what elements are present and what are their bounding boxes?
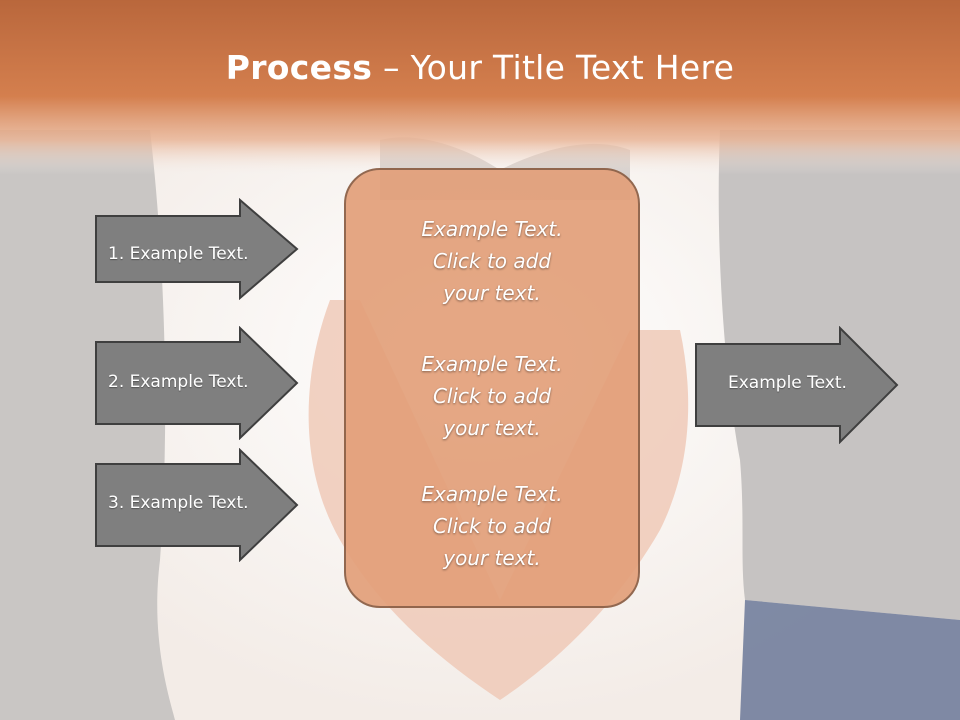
center-text-block-1: Example Text. Click to add your text.	[344, 213, 640, 309]
center-text-line: Example Text.	[421, 482, 563, 506]
center-text-line: Click to add	[432, 384, 552, 408]
title-bold: Process	[225, 48, 373, 87]
center-text-line: your text.	[443, 546, 541, 570]
slide-title: Process – Your Title Text Here	[0, 48, 960, 87]
center-text-line: Click to add	[432, 514, 552, 538]
arrow-step-1	[95, 198, 299, 300]
center-text-block-2: Example Text. Click to add your text.	[344, 348, 640, 444]
center-text-line: Click to add	[432, 249, 552, 273]
arrow-label-1: 1. Example Text.	[108, 244, 249, 264]
arrow-step-2	[95, 326, 299, 440]
arrow-step-3	[95, 448, 299, 562]
arrow-label-result: Example Text.	[728, 373, 847, 393]
center-text-line: your text.	[443, 281, 541, 305]
center-text-line: Example Text.	[421, 352, 563, 376]
center-process-box	[344, 168, 640, 608]
center-text-block-3: Example Text. Click to add your text.	[344, 478, 640, 574]
arrow-result	[695, 326, 899, 444]
center-text-line: your text.	[443, 416, 541, 440]
arrow-label-2: 2. Example Text.	[108, 372, 249, 392]
title-rest: – Your Title Text Here	[372, 48, 735, 87]
center-text-line: Example Text.	[421, 217, 563, 241]
arrow-label-3: 3. Example Text.	[108, 493, 249, 513]
